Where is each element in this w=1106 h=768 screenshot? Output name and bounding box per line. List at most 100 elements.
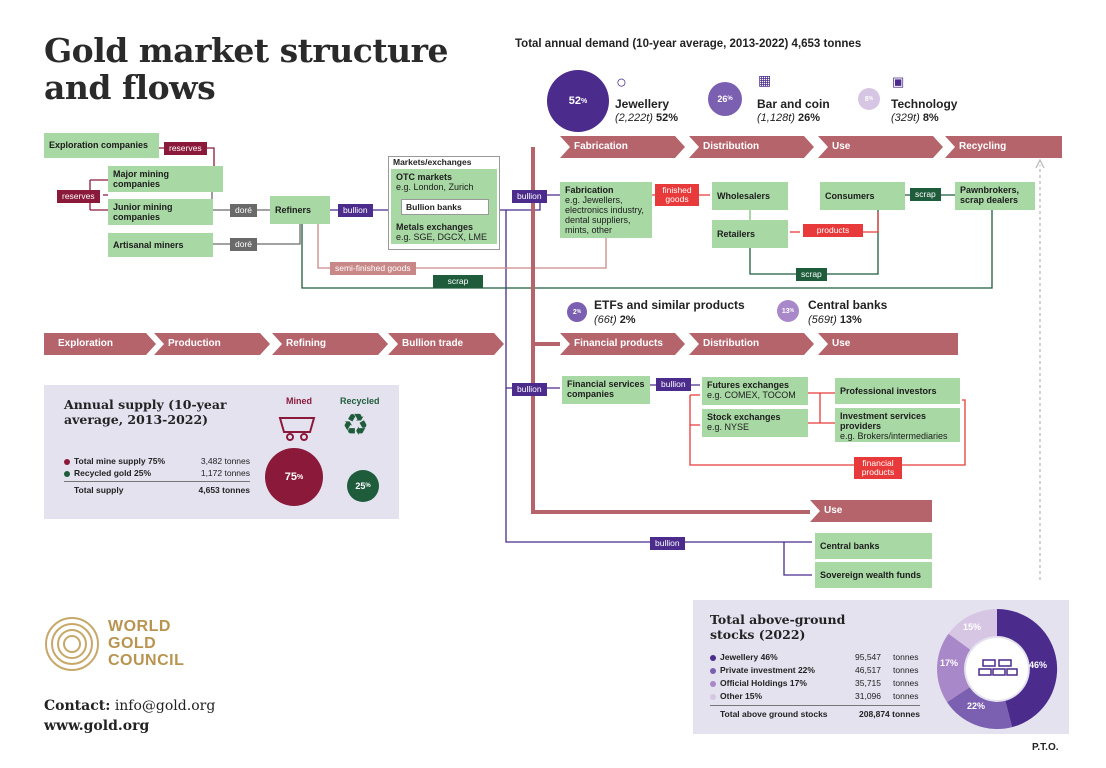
chevron-refining: Refining xyxy=(272,333,388,355)
bullion-tag-2: bullion xyxy=(512,190,547,203)
bullion-tag-5: bullion xyxy=(650,537,685,550)
jewellery-pct-circle: 52% xyxy=(547,70,609,132)
use-flow-line xyxy=(531,147,810,514)
recycled-label: Recycled xyxy=(340,396,380,406)
bullion-tag-4: bullion xyxy=(656,378,691,391)
bullion-main-line xyxy=(505,210,812,543)
reserves-tag-1: reserves xyxy=(164,142,207,155)
major-mining-box: Major mining companies xyxy=(108,166,223,192)
markets-title: Markets/exchanges xyxy=(393,157,472,167)
etfs-label: ETFs and similar products xyxy=(594,298,745,312)
pawnbrokers-box: Pawnbrokers, scrap dealers xyxy=(955,182,1035,210)
finished-goods-tag: finished goods xyxy=(655,184,699,206)
refiners-box: Refiners xyxy=(270,196,330,224)
professional-investors-box: Professional investors xyxy=(835,378,960,404)
chevron-distribution: Distribution xyxy=(689,136,814,158)
futures-exchanges-box: Futures exchanges e.g. COMEX, TOCOM xyxy=(702,377,808,405)
demand-header: Total annual demand (10-year average, 20… xyxy=(515,38,862,50)
scrap-tag-1: scrap xyxy=(433,275,483,288)
contact-line: Contact: info@gold.org xyxy=(44,698,216,714)
bar-coin-label: Bar and coin xyxy=(757,97,830,111)
website-link[interactable]: www.gold.org xyxy=(44,718,150,734)
fabrication-box: Fabrication e.g. Jewellers, electronics … xyxy=(560,182,652,238)
page-title: Gold market structure and flows xyxy=(44,31,448,107)
wholesalers-box: Wholesalers xyxy=(712,182,788,210)
bullion-banks-box: Bullion banks xyxy=(401,199,489,215)
stocks-donut-chart: 46% 22% 17% 15% xyxy=(937,608,1058,730)
chevron-bullion-trade: Bullion trade xyxy=(388,333,504,355)
scrap-line xyxy=(301,210,993,289)
central-banks-box: Central banks xyxy=(815,533,932,559)
stock-exchanges-box: Stock exchanges e.g. NYSE xyxy=(702,409,808,437)
jewellery-value: (2,222t) 52% xyxy=(615,112,679,124)
pto-label: P.T.O. xyxy=(1032,742,1059,753)
bullion-tag-3: bullion xyxy=(512,383,547,396)
chevron-use-3: Use xyxy=(810,500,932,522)
stocks-total-row: Total above ground stocks 208,874 tonnes xyxy=(710,705,920,719)
semi-finished-tag: semi-finished goods xyxy=(330,262,416,275)
metals-exchanges-label: Metals exchanges e.g. SGE, DGCX, LME xyxy=(396,222,488,242)
chevron-recycling: Recycling xyxy=(945,136,1062,158)
chevron-financial-products: Financial products xyxy=(560,333,685,355)
etfs-value: (66t) 2% xyxy=(594,314,636,326)
technology-value: (329t) 8% xyxy=(891,112,939,124)
mined-pct-circle: 75% xyxy=(265,448,323,506)
bar-coin-value: (1,128t) 26% xyxy=(757,112,821,124)
consumers-box: Consumers xyxy=(820,182,905,210)
annual-supply-panel xyxy=(44,385,399,519)
recycled-pct-circle: 25% xyxy=(347,470,379,502)
financial-products-line xyxy=(689,395,966,466)
supply-row-mine: Total mine supply 75% 3,482 tonnes xyxy=(64,456,250,466)
donut-slice-private xyxy=(947,687,1013,730)
scrap-tag-3: scrap xyxy=(796,268,827,281)
bullion-tag-1: bullion xyxy=(338,204,373,217)
dore-tag-1: doré xyxy=(230,204,258,217)
scrap-tag-2: scrap xyxy=(910,188,941,201)
technology-pct-circle: 8% xyxy=(858,88,880,110)
reserves-tag-2: reserves xyxy=(57,190,100,203)
bar-coin-icon: ▦ xyxy=(758,72,772,88)
donut-slice-official xyxy=(937,633,971,703)
artisanal-miners-box: Artisanal miners xyxy=(108,233,213,257)
exploration-companies-box: Exploration companies xyxy=(44,133,159,158)
chevron-fabrication: Fabrication xyxy=(560,136,685,158)
chevron-exploration: Exploration xyxy=(44,333,156,355)
supply-total-row: Total supply 4,653 tonnes xyxy=(64,481,250,495)
donut-label-15: 15% xyxy=(963,622,981,632)
products-tag: products xyxy=(803,224,863,237)
chip-icon: ▣ xyxy=(892,74,905,89)
mined-label: Mined xyxy=(286,396,312,406)
junior-mining-box: Junior mining companies xyxy=(108,199,213,225)
chevron-distribution-2: Distribution xyxy=(689,333,814,355)
etfs-pct-circle: 2% xyxy=(567,302,587,322)
chevron-production: Production xyxy=(154,333,270,355)
donut-slice-jewellery xyxy=(997,608,1058,728)
contact-email-link[interactable]: info@gold.org xyxy=(114,698,216,714)
donut-slice-other xyxy=(948,609,997,650)
supply-row-recycled: Recycled gold 25% 1,172 tonnes xyxy=(64,468,250,478)
retailers-box: Retailers xyxy=(712,220,788,248)
central-banks-pct-circle: 13% xyxy=(777,300,799,322)
wgc-logo-icon xyxy=(45,617,99,671)
financial-services-box: Financial services companies xyxy=(562,376,650,404)
chevron-use: Use xyxy=(818,136,943,158)
investment-services-box: Investment services providers e.g. Broke… xyxy=(835,408,960,442)
dore-tag-2: doré xyxy=(230,238,258,251)
recycle-icon: ♻ xyxy=(342,409,369,442)
donut-label-22: 22% xyxy=(967,701,985,711)
financial-products-tag: financial products xyxy=(854,457,902,479)
sovereign-wealth-box: Sovereign wealth funds xyxy=(815,562,932,588)
supply-title: Annual supply (10-year average, 2013-202… xyxy=(64,397,227,427)
stocks-title: Total above-ground stocks (2022) xyxy=(710,612,846,642)
central-banks-label: Central banks xyxy=(808,298,888,312)
ring-icon: ○ xyxy=(616,72,627,92)
donut-label-17: 17% xyxy=(940,658,958,668)
donut-label-46: 46% xyxy=(1029,660,1047,670)
chevron-use-2: Use xyxy=(818,333,958,355)
central-banks-value: (569t) 13% xyxy=(808,314,862,326)
